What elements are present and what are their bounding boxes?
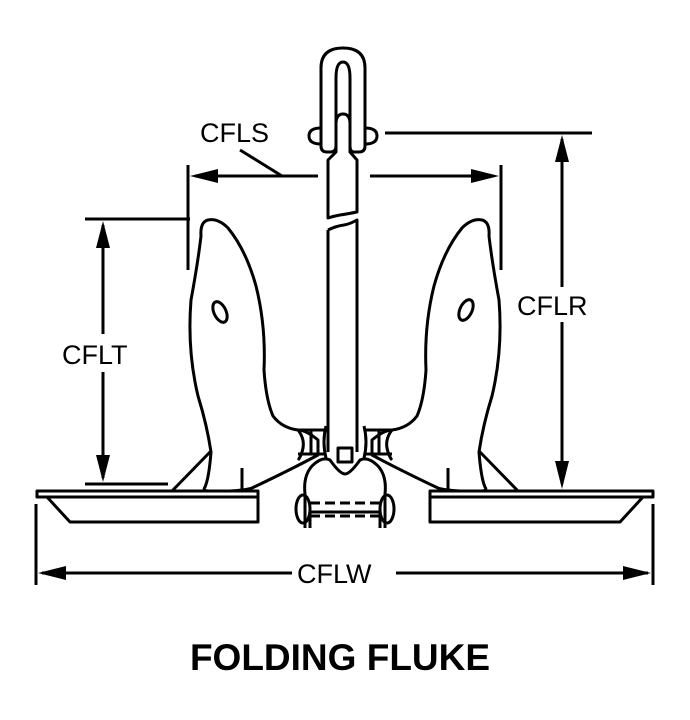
right-stock-plate [428,489,655,524]
dimension-cfls: CFLS [186,118,503,270]
cfls-arrow-right [471,169,499,183]
cflt-arrow-up [96,221,110,248]
anchor-shackle [307,46,379,154]
diagram-title: FOLDING FLUKE [190,637,490,678]
cflt-label: CFLT [62,340,128,370]
right-fluke [362,218,520,493]
dimension-cflt: CFLT [62,217,190,486]
anchor-shank [326,112,359,464]
dimension-cflr: CFLR [385,131,592,489]
dimension-cflw: CFLW [34,504,655,589]
anchor-crown [294,457,396,528]
cfls-label: CFLS [200,118,269,148]
cflt-arrow-down [96,455,110,482]
left-stock-plate [35,489,260,524]
cflw-arrow-right [623,566,651,580]
cflw-label: CFLW [297,559,372,589]
cflr-arrow-down [555,461,569,489]
cflr-label: CFLR [517,291,588,321]
cfls-arrow-left [190,169,218,183]
cflw-arrow-left [38,566,66,580]
cflr-arrow-up [555,135,569,162]
left-fluke [170,218,328,493]
